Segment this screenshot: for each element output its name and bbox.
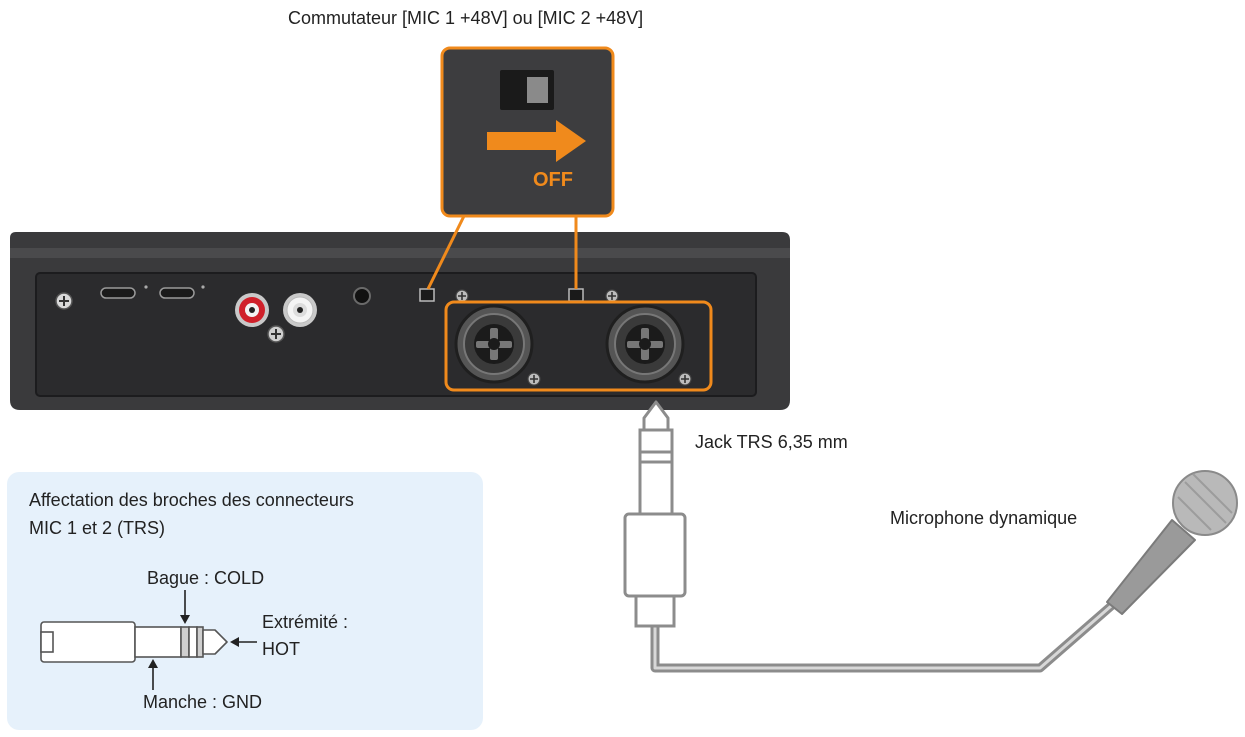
microphone-illustration — [1106, 470, 1238, 615]
mic2-combo-jack — [605, 304, 685, 384]
sleeve-label: Manche : GND — [143, 692, 263, 712]
mic-cable — [650, 595, 1123, 673]
pin-box-title-line1: Affectation des broches des connecteurs — [29, 490, 354, 510]
off-label: OFF — [533, 169, 573, 191]
trs-jack-plug — [623, 400, 687, 628]
trs-pinout-drawing — [40, 590, 257, 690]
microphone-label: Microphone dynamique — [890, 508, 1078, 528]
pin-box-title-line2: MIC 1 et 2 (TRS) — [29, 518, 166, 538]
arrow-right-icon — [487, 120, 586, 162]
jack-label: Jack TRS 6,35 mm — [695, 432, 848, 452]
pin-assignment-box: Affectation des broches des connecteurs … — [7, 472, 483, 730]
tip-label-line1: Extrémité : — [262, 612, 349, 632]
switch-title-label: Commutateur [MIC 1 +48V] ou [MIC 2 +48V] — [288, 8, 644, 28]
mic1-combo-jack — [454, 304, 534, 384]
ring-label: Bague : COLD — [147, 568, 265, 588]
switch-callout — [440, 46, 615, 218]
audio-interface-device — [10, 232, 790, 410]
tip-label-line2: HOT — [262, 639, 300, 659]
combo-jacks-highlight — [444, 300, 713, 392]
